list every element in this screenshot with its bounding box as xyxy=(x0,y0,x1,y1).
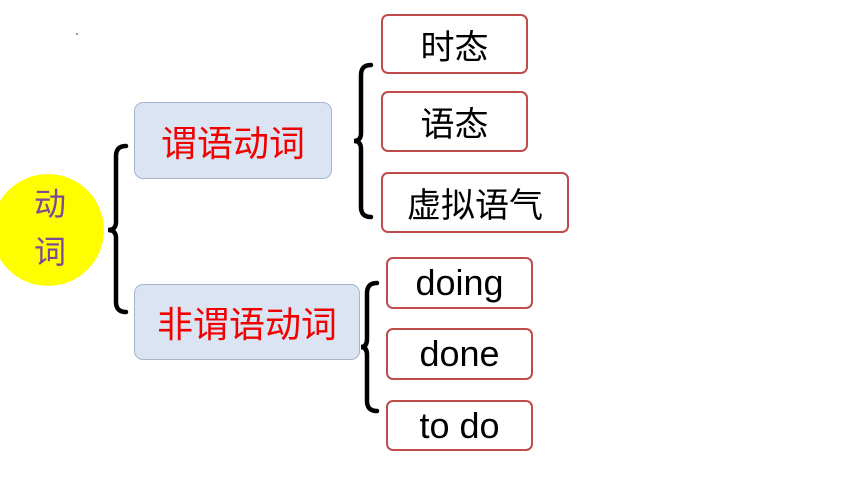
root-char-2: 词 xyxy=(33,233,66,271)
root-char-1: 动 xyxy=(33,185,66,223)
category-finite-verb: 谓语动词 xyxy=(134,102,332,179)
leaf-subjunctive: 虚拟语气 xyxy=(381,172,569,233)
leaf-voice-label: 语态 xyxy=(420,105,489,145)
leaf-done: done xyxy=(386,328,533,380)
finite-bracket xyxy=(353,62,374,220)
stray-dot xyxy=(76,33,78,35)
leaf-doing: doing xyxy=(386,257,533,309)
category-finite-label: 谓语动词 xyxy=(160,123,305,165)
category-nonfinite-label: 非谓语动词 xyxy=(156,305,337,346)
leaf-voice: 语态 xyxy=(381,91,528,152)
root-label: 动 词 xyxy=(22,180,78,280)
leaf-to-do: to do xyxy=(386,400,533,451)
root-node xyxy=(0,174,104,286)
nonfinite-bracket xyxy=(360,280,380,414)
leaf-done-label: done xyxy=(419,333,500,374)
leaf-to-do-label: to do xyxy=(419,404,500,446)
leaf-subjunctive-label: 虚拟语气 xyxy=(407,186,543,226)
leaf-doing-label: doing xyxy=(415,262,504,303)
root-bracket xyxy=(107,143,129,315)
category-nonfinite-verb: 非谓语动词 xyxy=(134,284,360,360)
leaf-tense: 时态 xyxy=(381,14,528,74)
leaf-tense-label: 时态 xyxy=(420,27,489,68)
